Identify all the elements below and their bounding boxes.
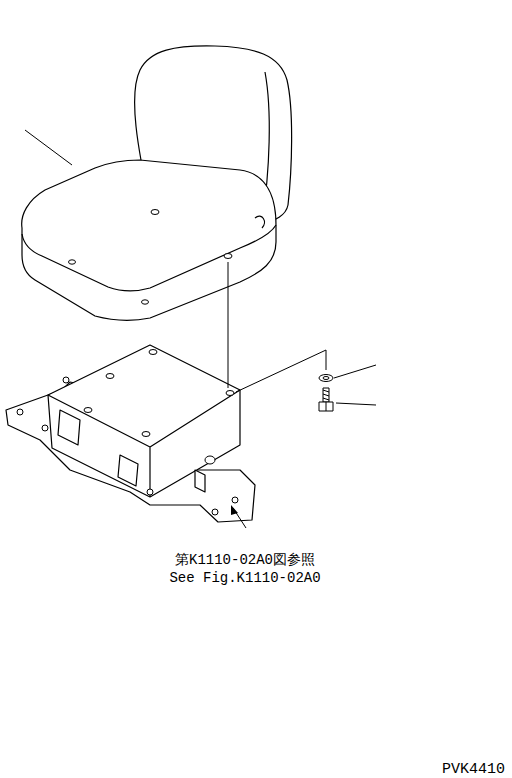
washer (319, 375, 333, 382)
seat-stand-slot (58, 410, 205, 492)
leader-line (25, 130, 72, 165)
leader-line (334, 365, 376, 378)
leader-line (236, 350, 326, 392)
reference-note: 第K1110-02A0図参照 (174, 553, 316, 568)
leader-line (228, 262, 229, 388)
seat-cushion-seam (255, 216, 264, 228)
leader-line (336, 403, 376, 405)
seat-stand-box (48, 345, 240, 497)
seat-cushion-front (22, 225, 276, 291)
figure-number: PVK4410 (441, 762, 506, 778)
seat-cushion (22, 160, 276, 320)
seat-stand-box-edge (48, 390, 240, 497)
reference-note: See Fig.K1110-02A0 (168, 571, 321, 586)
arrow-head (231, 505, 238, 515)
